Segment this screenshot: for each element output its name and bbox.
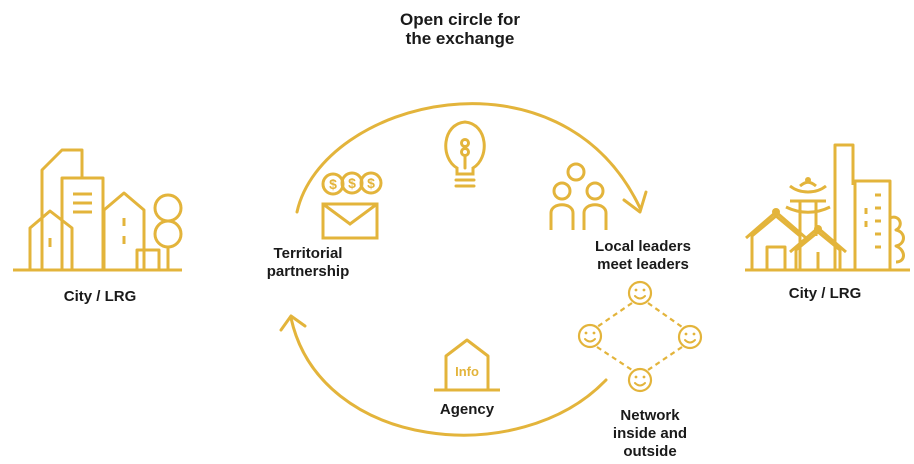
- upper-cycle-arrow: [295, 102, 648, 214]
- local-leaders-line-2: meet leaders: [597, 256, 689, 273]
- network-label: Network inside and outside: [590, 407, 710, 461]
- agency-label: Agency: [439, 401, 495, 418]
- local-leaders-label: Local leaders meet leaders: [568, 238, 718, 274]
- svg-text:$: $: [348, 175, 356, 191]
- pagoda-city-icon: [745, 143, 910, 272]
- territorial-line-1: Territorial: [273, 245, 343, 262]
- people-icon: [549, 162, 608, 230]
- money-envelope-icon: $ $ $: [321, 171, 383, 240]
- pagoda-finials: [772, 177, 822, 233]
- network-line-3: outside: [623, 443, 677, 460]
- right-city-label: City / LRG: [788, 285, 862, 302]
- title-line-1: Open circle for: [400, 10, 520, 29]
- territorial-line-2: partnership: [266, 263, 350, 280]
- svg-text:$: $: [329, 176, 337, 192]
- lightbulb-icon: [444, 120, 486, 188]
- svg-text:$: $: [367, 175, 375, 191]
- building-cluster-icon: [13, 148, 183, 272]
- house-info-icon: [434, 338, 500, 392]
- left-city-label: City / LRG: [63, 288, 137, 305]
- network-line-1: Network: [620, 407, 680, 424]
- territorial-partnership-label: Territorial partnership: [238, 245, 378, 281]
- diagram-title: Open circle for the exchange: [360, 10, 560, 48]
- title-line-2: the exchange: [405, 29, 515, 48]
- smiley-network-icon: [577, 280, 703, 393]
- network-line-2: inside and: [612, 425, 688, 442]
- agency-sign-text: Info: [455, 364, 479, 379]
- local-leaders-line-1: Local leaders: [595, 238, 691, 255]
- lower-cycle-arrow: [279, 314, 608, 437]
